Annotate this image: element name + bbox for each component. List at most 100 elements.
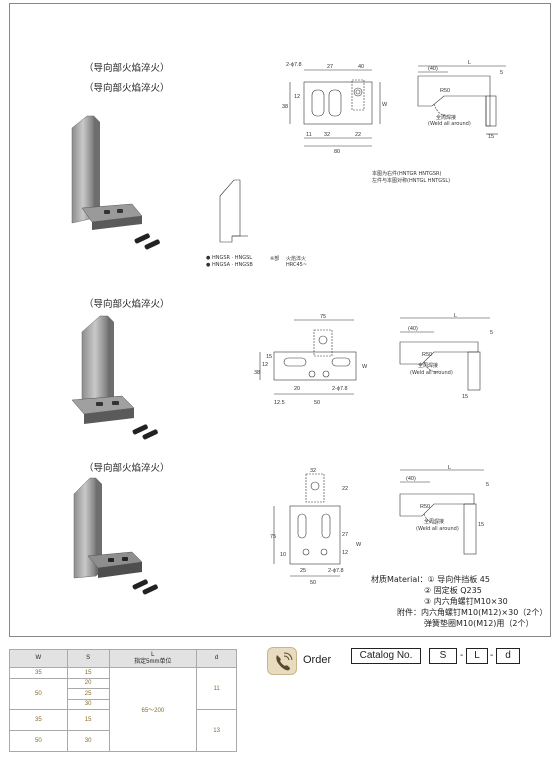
svg-text:L: L <box>468 60 471 66</box>
svg-text:27: 27 <box>342 532 348 538</box>
caption-block2: （导向部火焰淬火） <box>84 299 170 310</box>
svg-text:75: 75 <box>270 534 276 540</box>
svg-text:15: 15 <box>478 522 484 528</box>
svg-text:20: 20 <box>294 386 300 392</box>
svg-text:W: W <box>356 542 362 548</box>
spec-table: W S L 指定5mm单位 d 35 15 65～200 11 50 20 25… <box>9 649 237 752</box>
svg-text:12: 12 <box>342 550 348 556</box>
col-header-l-sub: 指定5mm单位 <box>134 658 172 665</box>
svg-text:12: 12 <box>262 362 268 368</box>
drawing1-small-codes-1: ● HNGSR · HNGSL <box>206 255 253 261</box>
drawing3-weld-en: (Weld all around) <box>416 526 459 532</box>
catalog-s-box[interactable]: S <box>429 648 457 664</box>
cell-s: 30 <box>66 698 110 710</box>
cell-d: 13 <box>196 709 237 752</box>
svg-text:(40): (40) <box>428 66 438 72</box>
svg-text:L: L <box>448 465 451 471</box>
drawing2-side-view: (40) L 5 R50 15 <box>399 313 493 400</box>
svg-text:2-ϕ7.8: 2-ϕ7.8 <box>332 386 348 392</box>
svg-text:32: 32 <box>324 132 330 138</box>
caption-block3: （导向部火焰淬火） <box>84 463 170 474</box>
svg-text:38: 38 <box>282 104 288 110</box>
drawing1-side-view: (40) L 5 R50 15 <box>417 60 506 140</box>
svg-text:22: 22 <box>355 132 361 138</box>
screw-pair <box>134 233 160 250</box>
svg-text:27: 27 <box>327 64 333 70</box>
svg-text:2-ϕ7.8: 2-ϕ7.8 <box>328 568 344 574</box>
cell-w: 50 <box>9 677 68 710</box>
accessory-1: 内六角螺钉M10(M12)×30（2个） <box>421 608 548 617</box>
svg-text:R50: R50 <box>440 88 450 94</box>
svg-text:5: 5 <box>500 70 503 76</box>
drawing1-weld-en: (Weld all around) <box>428 121 471 127</box>
materials-label: 材质Material： <box>371 575 428 584</box>
drawing1-top-view: 2-ϕ7.8 27 40 11 32 22 80 38 12 W <box>282 62 388 155</box>
svg-text:22: 22 <box>342 486 348 492</box>
svg-text:50: 50 <box>310 580 316 586</box>
catalog-l-box[interactable]: L <box>466 648 488 664</box>
material-item-2: ② 固定板 Q235 <box>424 586 482 595</box>
cell-s: 15 <box>66 709 110 731</box>
svg-text:2-ϕ7.8: 2-ϕ7.8 <box>286 62 302 68</box>
cell-w: 50 <box>9 730 68 752</box>
order-label: Order <box>303 654 332 666</box>
caption-block1-a: （导向部火焰淬火） <box>84 63 170 74</box>
materials-block: 材质Material：① 导向件挡板 45 ② 固定板 Q235 ③ 内六角螺钉… <box>371 574 547 629</box>
col-header-l-title: L <box>151 651 155 658</box>
phone-icon <box>267 647 297 675</box>
svg-text:40: 40 <box>358 64 364 70</box>
svg-text:L: L <box>454 313 457 319</box>
svg-text:W: W <box>362 364 368 370</box>
svg-text:12.5: 12.5 <box>274 400 285 406</box>
col-header-l: L 指定5mm单位 <box>108 649 198 668</box>
product-photo-2 <box>71 315 158 440</box>
drawing2-weld: 全周焊接 <box>418 363 439 369</box>
separator: - <box>490 650 494 661</box>
cell-s: 25 <box>66 688 110 700</box>
drawing1-hardening: 火焰淬火 <box>286 256 307 262</box>
cell-s: 30 <box>66 730 110 752</box>
svg-text:15: 15 <box>462 394 468 400</box>
svg-text:10: 10 <box>280 552 286 558</box>
col-header-w: W <box>9 649 68 668</box>
svg-text:W: W <box>382 102 388 108</box>
cell-w: 35 <box>9 709 68 731</box>
material-item-1: ① 导向件挡板 45 <box>427 575 490 584</box>
svg-text:75: 75 <box>320 314 326 320</box>
drawing1-sketch <box>219 179 248 243</box>
svg-text:(40): (40) <box>406 476 416 482</box>
drawing1-small-codes-2: ● HNGSA · HNGSB <box>206 262 253 268</box>
accessory-label: 附件： <box>397 608 421 617</box>
cell-l-range: 65～200 <box>108 667 198 752</box>
svg-text:5: 5 <box>490 330 493 336</box>
svg-text:11: 11 <box>306 132 312 138</box>
drawing1-small-mark: ※部 <box>270 256 280 262</box>
drawing1-note1: 本图为右件(HNTGR HNTGSR) <box>372 171 442 177</box>
drawing2-top-view: 75 12 15 38 W 20 12.5 50 2-ϕ7.8 <box>254 314 368 406</box>
svg-text:38: 38 <box>254 370 260 376</box>
svg-text:15: 15 <box>488 134 494 140</box>
catalog-d-box[interactable]: d <box>496 648 520 664</box>
catalog-no-box: Catalog No. <box>351 648 421 664</box>
svg-text:5: 5 <box>486 482 489 488</box>
svg-text:R50: R50 <box>420 504 430 510</box>
accessory-2: 弹簧垫圈M10(M12)用（2个） <box>424 619 534 628</box>
drawing1-weld: 全周焊接 <box>436 115 457 121</box>
cell-d: 11 <box>196 667 237 710</box>
svg-text:32: 32 <box>310 468 316 474</box>
drawing1-note2: 左件与本图对称(HNTGL HNTGSL) <box>372 178 451 184</box>
svg-text:12: 12 <box>294 94 300 100</box>
svg-text:(40): (40) <box>408 326 418 332</box>
product-photo-3 <box>73 477 158 595</box>
svg-text:50: 50 <box>314 400 320 406</box>
svg-text:25: 25 <box>300 568 306 574</box>
drawing2-weld-en: (Weld all around) <box>410 370 453 376</box>
material-item-3: ③ 内六角螺钉M10×30 <box>424 597 508 606</box>
col-header-d: d <box>196 649 237 668</box>
drawing3-side-view: (40) L 5 R50 15 <box>399 465 489 555</box>
svg-text:15: 15 <box>266 354 272 360</box>
cell-s: 20 <box>66 677 110 689</box>
product-photo-1 <box>71 115 160 250</box>
drawing3-weld: 全周焊接 <box>424 519 445 525</box>
cell-s: 15 <box>66 667 110 679</box>
